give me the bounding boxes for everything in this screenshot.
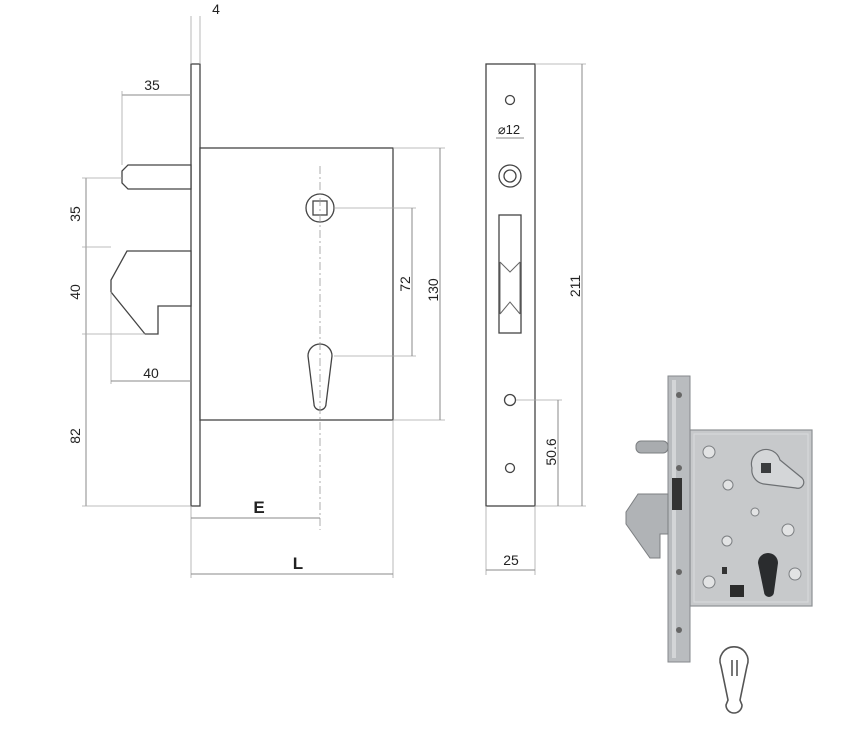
- hook-depth-label: 40: [143, 365, 159, 381]
- cylinder-profile-icon: [719, 646, 749, 714]
- photo-cylinder-hole: [758, 553, 778, 597]
- faceplate-thickness-label: 4: [212, 1, 220, 17]
- screw-hole-lower: [503, 393, 517, 407]
- bolt-pin: [121, 164, 192, 190]
- backset-label: E: [253, 498, 264, 517]
- photo-screw-2: [722, 479, 734, 491]
- photo-screw-7: [750, 507, 760, 517]
- case-length-label: L: [293, 554, 303, 573]
- side-view: 4 35 35 40 82 40 72 130 E L: [67, 1, 445, 578]
- faceplate: [190, 63, 201, 507]
- pin-to-hook-label: 35: [67, 206, 83, 222]
- photo-follower: [750, 448, 805, 489]
- slot-hatch: [499, 261, 521, 315]
- product-photo: [625, 375, 813, 663]
- hook-bolt: [110, 250, 192, 335]
- screw-hole-bottom: [504, 462, 516, 474]
- bolt-slot: [498, 214, 522, 334]
- spindle-to-cylinder-label: 72: [397, 276, 413, 292]
- photo-screw-4: [781, 523, 795, 537]
- pin-offset-label: 35: [144, 77, 160, 93]
- case-height-label: 130: [425, 278, 441, 302]
- photo-screw-3: [721, 535, 733, 547]
- photo-faceplate: [667, 375, 691, 663]
- front-follower-inner: [503, 169, 517, 183]
- lock-case: [199, 147, 394, 421]
- photo-hook-bolt: [625, 493, 669, 559]
- faceplate-width-label: 25: [503, 552, 519, 568]
- photo-screw-5: [702, 575, 716, 589]
- screw-to-bottom-label: 50.6: [543, 438, 559, 465]
- photo-screw-6: [788, 567, 802, 581]
- hook-height-label: 40: [67, 284, 83, 300]
- follower-diameter-label: ⌀12: [498, 122, 520, 137]
- photo-screw-1: [702, 445, 716, 459]
- front-view: ⌀12 211 50.6 25: [485, 63, 586, 575]
- screw-hole-top: [504, 94, 516, 106]
- faceplate-height-label: 211: [567, 275, 583, 298]
- photo-pin: [635, 440, 669, 454]
- hook-to-bottom-label: 82: [67, 428, 83, 444]
